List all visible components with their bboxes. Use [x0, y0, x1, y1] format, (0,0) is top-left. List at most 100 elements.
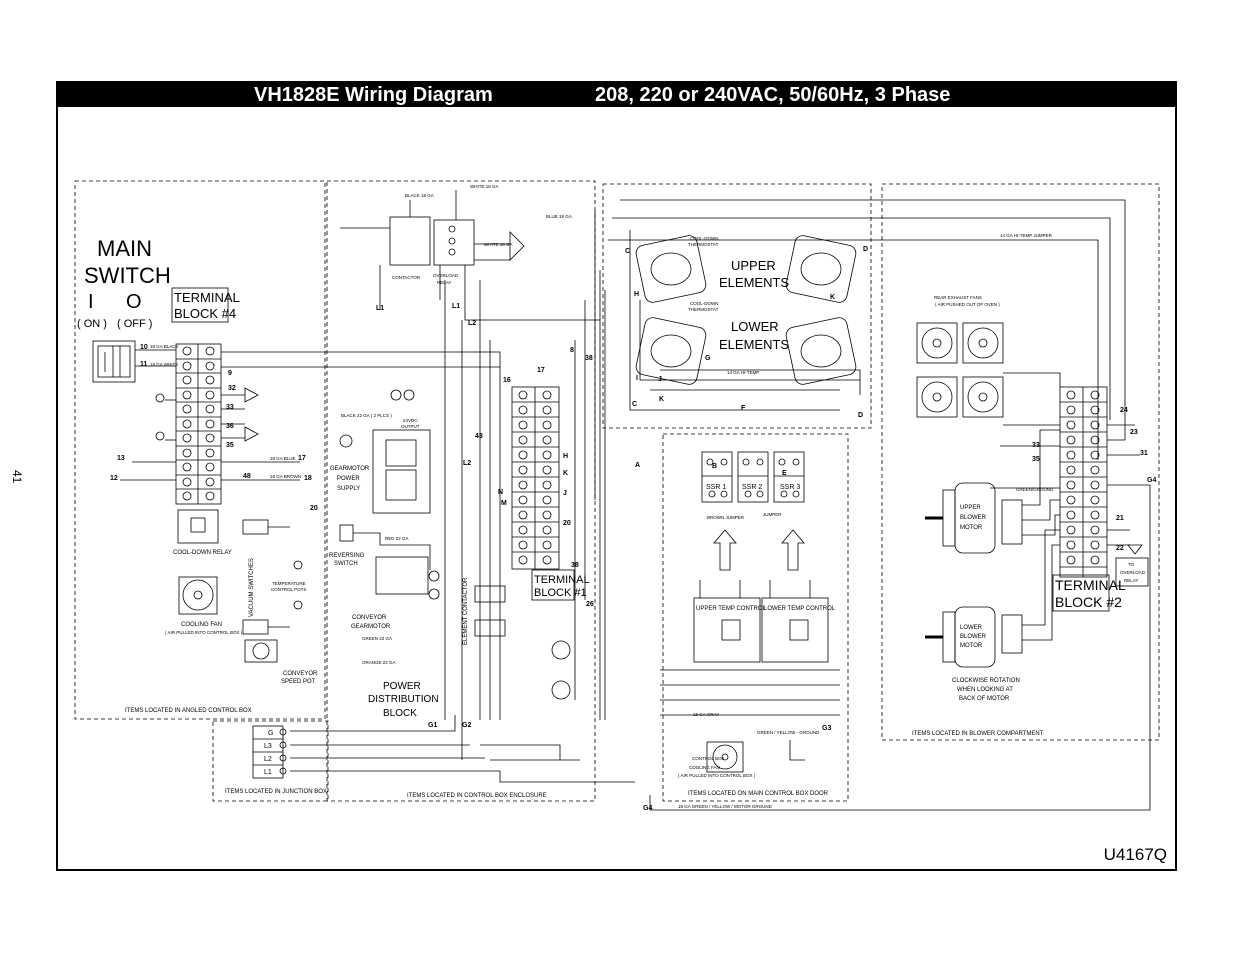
- tb1-pin-label: 8: [570, 347, 574, 354]
- wire-label: BLACK 22 GA ( 2 PLCS ): [341, 413, 392, 418]
- rotation-note-1: CLOCKWISE ROTATION: [952, 678, 1020, 684]
- reversing-switch-label-2: SWITCH: [334, 561, 358, 567]
- lower-blower-label-1: LOWER: [960, 625, 983, 631]
- cooling-fan-note: ( AIR PULLED INTO CONTROL BOX ): [165, 630, 243, 635]
- conveyor-speed-pot[interactable]: [244, 639, 278, 663]
- tb1-terminals: [512, 390, 559, 565]
- tb1-pin-label: M: [501, 500, 507, 507]
- door-fan-note: ( AIR PULLED INTO CONTROL BOX ): [678, 773, 756, 778]
- enclosure-region-label: ITEMS LOCATED IN CONTROL BOX ENCLOSURE: [407, 793, 547, 799]
- terminal-block-1: [511, 386, 560, 570]
- to-overload-label-2: OVERLOAD: [1120, 570, 1146, 575]
- tb4-pin-label: 35: [226, 442, 234, 449]
- upper-elements-label-1: UPPER: [731, 258, 776, 273]
- tb1-pin-label: 16: [503, 377, 511, 384]
- callout-letter: I: [636, 375, 638, 382]
- wire-label: BROWN JUMPER: [707, 515, 745, 520]
- callout-letter: F: [741, 405, 746, 412]
- tb1-pin-label: 17: [537, 367, 545, 374]
- blower-region-label: ITEMS LOCATED IN BLOWER COMPARTMENT: [912, 731, 1044, 737]
- callout-letter: D: [863, 246, 868, 253]
- control-box-enclosure-region: [326, 180, 596, 802]
- angled-box-cooling-fan: [178, 576, 218, 615]
- conveyor-gearmotor-label-2: GEARMOTOR: [351, 624, 391, 630]
- to-overload-label-1: TO: [1128, 562, 1135, 567]
- tb4-pin-label: 11: [140, 361, 148, 368]
- angled-region-label: ITEMS LOCATED IN ANGLED CONTROL BOX: [125, 708, 252, 714]
- wire-label: GREEN 22 GA: [362, 636, 392, 641]
- wire-label: BLUE 18 GA: [546, 214, 572, 219]
- callout-letter: H: [634, 291, 639, 298]
- rotation-note-2: WHEN LOOKING AT: [957, 687, 1013, 693]
- to-overload-label-3: RELAY: [1124, 578, 1138, 583]
- callout-letter: J: [658, 376, 662, 383]
- main-switch-on-symbol: I: [88, 291, 94, 313]
- tb2-pin-label: 21: [1116, 515, 1124, 522]
- output-24vdc-label-1: 24VDC: [403, 418, 418, 423]
- callout-letter: L1: [376, 305, 384, 312]
- tb4-pin-label: 12: [110, 475, 118, 482]
- tb1-pin-label: J: [563, 490, 567, 497]
- upper-elements-label-2: ELEMENTS: [719, 275, 789, 290]
- callout-letter: D: [858, 412, 863, 419]
- tb2-pin-label: 24: [1120, 407, 1128, 414]
- title-bar: VH1828E Wiring Diagram 208, 220 or 240VA…: [58, 83, 1175, 107]
- junction-row-label: L1: [264, 769, 272, 776]
- callout-letter: G2: [462, 722, 471, 729]
- callout-letter: L2: [468, 320, 476, 327]
- control-door-region: [662, 433, 849, 802]
- diagram-frame: VH1828E Wiring Diagram 208, 220 or 240VA…: [56, 81, 1177, 871]
- power-spec-title: 208, 220 or 240VAC, 50/60Hz, 3 Phase: [595, 84, 951, 106]
- callout-letter: B: [712, 463, 717, 470]
- document-code: U4167Q: [1103, 845, 1167, 864]
- contactor-label: CONTACTOR: [392, 275, 421, 280]
- tb4-pin-label: 17: [298, 455, 306, 462]
- tb1-pin-label: N: [498, 489, 503, 496]
- junction-row-label: G: [268, 730, 273, 737]
- main-switch-on-label: ( ON ): [77, 318, 107, 330]
- output-24vdc-label-2: OUTPUT: [401, 424, 420, 429]
- tb1-pin-label: H: [563, 453, 568, 460]
- overload-relay-label-1: OVERLOAD: [433, 273, 459, 278]
- upper-thermostat-label-1: COOL-DOWN: [690, 236, 719, 241]
- callout-letter: K: [830, 294, 835, 301]
- lower-thermostat-label-1: COOL-DOWN: [690, 301, 719, 306]
- door-region-label: ITEMS LOCATED ON MAIN CONTROL BOX DOOR: [688, 791, 829, 797]
- tb4-terminals: [176, 346, 221, 501]
- rear-fans-label-1: REAR EXHAUST FANS: [934, 295, 982, 300]
- upper-temp-control-label: UPPER TEMP CONTROL: [696, 606, 766, 612]
- tb4-pin-label: 10: [140, 344, 148, 351]
- main-switch-label-1: MAIN: [97, 236, 152, 261]
- gearmotor-supply-label-2: POWER: [337, 476, 360, 482]
- tb4-pin-label: 9: [228, 370, 232, 377]
- upper-thermostat-label-2: THERMOSTAT: [688, 242, 719, 247]
- callout-letter: E: [782, 470, 787, 477]
- overload-relay-label-2: RELAY: [437, 280, 451, 285]
- angled-control-box-region: [74, 180, 326, 720]
- heating-elements: [635, 235, 857, 385]
- junction-row-label: L3: [264, 743, 272, 750]
- lower-temp-control-label: LOWER TEMP CONTROL: [764, 606, 836, 612]
- tb1-pin-label: 38: [585, 355, 593, 362]
- lower-temp-control: [761, 597, 829, 663]
- vacuum-switches-label: VACUUM SWITCHES: [249, 558, 255, 617]
- wire-label: ORANGE 22 GA: [362, 660, 396, 665]
- callout-letter: A: [635, 462, 640, 469]
- conveyor-gearmotor: [375, 556, 429, 595]
- tb4-pin-label: 18: [304, 475, 312, 482]
- main-switch-off-symbol: O: [126, 291, 142, 313]
- ssr2-label: SSR 2: [742, 484, 762, 491]
- door-cooling-fan: [706, 741, 744, 773]
- speed-pot-label-2: SPEED POT: [281, 679, 316, 685]
- wire-label: 14 GA HI-TEMP JUMPER: [1000, 233, 1053, 238]
- upper-temp-control: [693, 597, 761, 663]
- main-switch-body[interactable]: [92, 340, 136, 383]
- reversing-switch[interactable]: [339, 524, 354, 542]
- wire-label: RED 22 GA: [385, 536, 409, 541]
- tb2-pin-label: 33: [1032, 442, 1040, 449]
- tb2-label-2: BLOCK #2: [1055, 594, 1122, 610]
- lower-elements-label-1: LOWER: [731, 319, 779, 334]
- tb1-label-1: TERMINAL: [534, 574, 590, 586]
- callout-letter: C: [625, 248, 630, 255]
- tb1-pin-label: 38: [571, 562, 579, 569]
